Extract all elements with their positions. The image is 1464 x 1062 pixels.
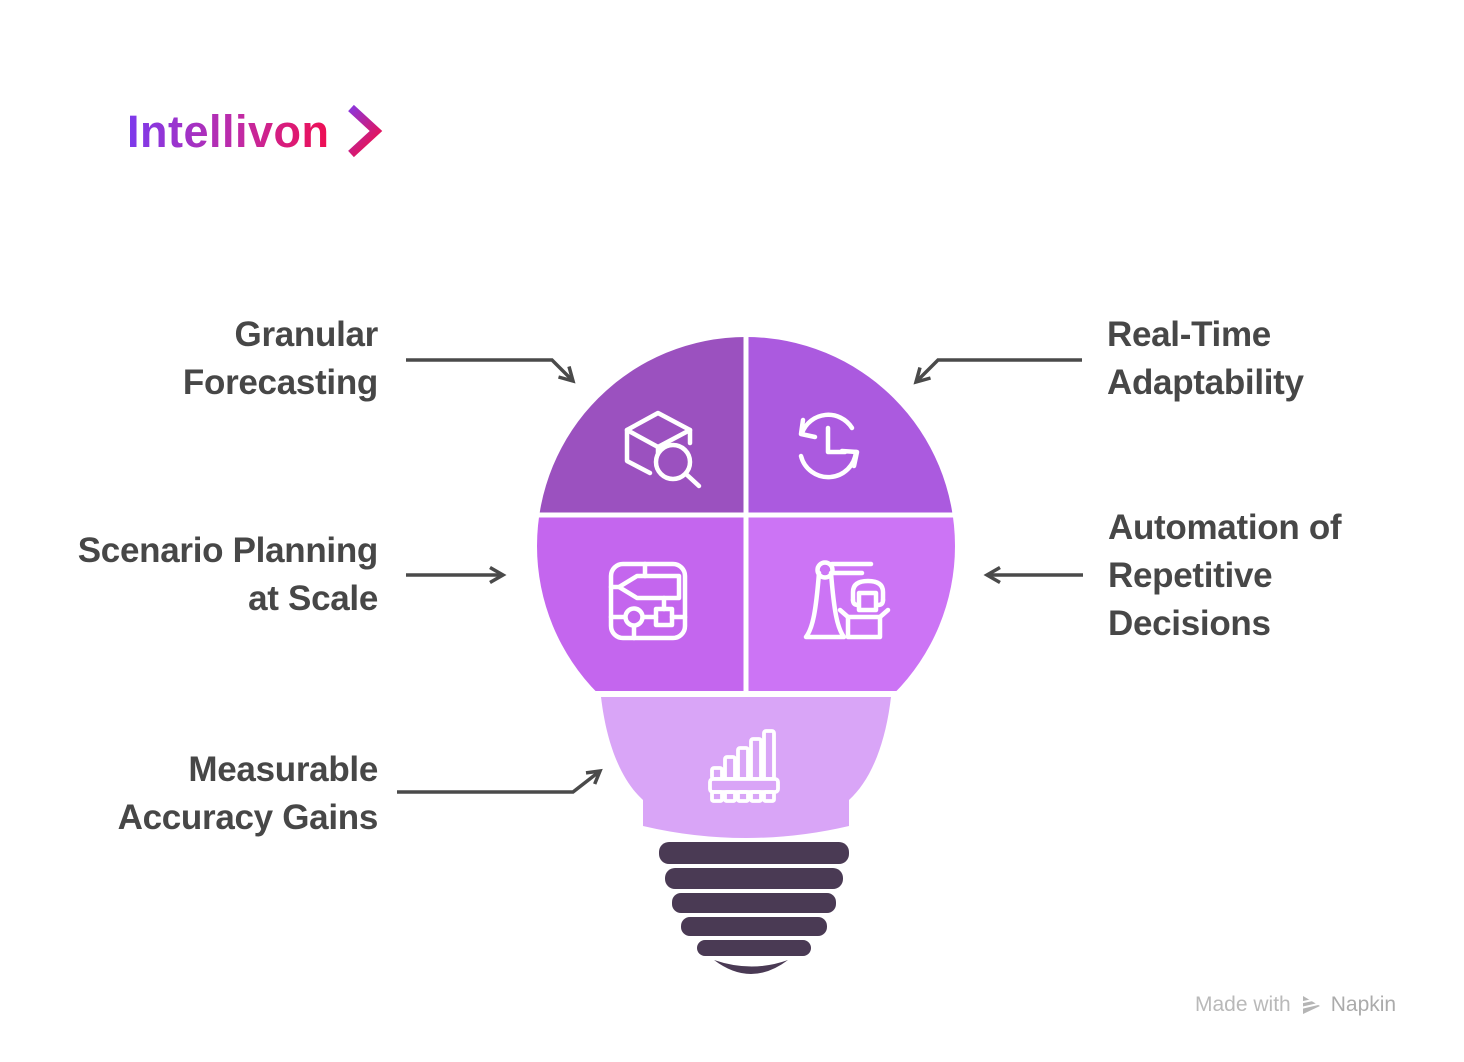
logo-text: Intellivon — [127, 106, 330, 157]
bulb-globe — [537, 337, 955, 691]
quadrant-real-time-adaptability — [748, 337, 955, 513]
label-line: Adaptability — [1107, 363, 1304, 402]
connector-arrows — [397, 358, 1083, 794]
label-line: Measurable — [188, 750, 378, 789]
bulb-base — [659, 842, 849, 974]
label-line: Repetitive — [1108, 556, 1273, 595]
robot-arm-icon — [803, 560, 891, 640]
bar-chart-icon — [708, 729, 780, 803]
napkin-logo-icon — [1300, 996, 1320, 1014]
quadrant-granular-forecasting — [537, 337, 744, 513]
clock-sync-icon — [798, 412, 860, 480]
label-line: Real-Time — [1107, 315, 1271, 354]
napkin-brand-text: Napkin — [1330, 993, 1397, 1016]
label-line: Forecasting — [182, 363, 378, 402]
quadrant-scenario-planning — [537, 517, 744, 691]
label-line: Granular — [234, 315, 379, 354]
made-with-napkin-credit: Made with Napkin — [1195, 993, 1396, 1017]
arrow-measurable-accuracy — [397, 768, 603, 794]
screw-thread — [672, 893, 836, 913]
made-with-text: Made with — [1195, 993, 1291, 1016]
screw-thread — [659, 842, 849, 864]
label-line: Scenario Planning — [77, 531, 379, 570]
screw-thread — [681, 917, 827, 936]
label-line: Decisions — [1108, 604, 1271, 643]
bulb-neck — [601, 697, 891, 838]
label-automation: Automation of Repetitive Decisions — [1108, 504, 1428, 648]
screw-thread — [697, 940, 811, 956]
label-real-time-adaptability: Real-Time Adaptability — [1107, 311, 1407, 407]
label-granular-forecasting: Granular Forecasting — [128, 311, 378, 407]
label-measurable-accuracy: Measurable Accuracy Gains — [90, 746, 379, 842]
logo: Intellivon — [127, 104, 383, 158]
label-line: Automation of — [1108, 508, 1342, 547]
label-line: Accuracy Gains — [117, 798, 379, 837]
screw-thread — [665, 868, 843, 889]
label-scenario-planning: Scenario Planning at Scale — [40, 527, 379, 623]
cube-search-icon — [624, 410, 702, 489]
arrow-granular-forecasting — [406, 358, 576, 384]
logo-chevron-icon — [348, 104, 383, 158]
strategy-map-icon — [608, 561, 688, 641]
screw-tip — [714, 960, 788, 974]
arrow-scenario-planning — [406, 565, 507, 585]
arrow-automation — [983, 565, 1083, 585]
arrow-real-time-adaptability — [913, 358, 1082, 385]
label-line: at Scale — [248, 579, 378, 618]
